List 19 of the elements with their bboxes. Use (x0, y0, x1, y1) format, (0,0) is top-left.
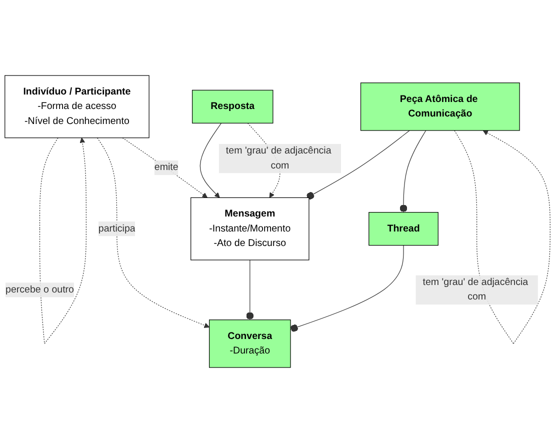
node-box: Conversa -Duração (209, 320, 291, 368)
edge-label: tem 'grau' de adjacência com (422, 277, 528, 302)
node-box: Indivíduo / Participante -Forma de acesso -Nível de Conhecimento (4, 75, 150, 138)
connector (290, 245, 404, 332)
arrow (200, 122, 222, 198)
edge-label: tem 'grau' de adjacência com (226, 146, 332, 171)
connector (400, 130, 426, 213)
node-box: Thread (368, 212, 438, 246)
arrow (97, 138, 210, 328)
arrow (122, 138, 208, 198)
connector (246, 260, 254, 320)
connector (306, 130, 410, 200)
node-box: Mensagem -Instante/Momento -Ato de Discurso (190, 197, 310, 260)
edge-label: participa (98, 223, 136, 234)
edge-label: emite (154, 162, 178, 173)
node-box: Resposta (192, 90, 274, 124)
arrow (39, 138, 86, 344)
node-box: Peça Atômica de Comunicação (360, 82, 520, 131)
edge-label: percebe o outro (6, 284, 74, 295)
